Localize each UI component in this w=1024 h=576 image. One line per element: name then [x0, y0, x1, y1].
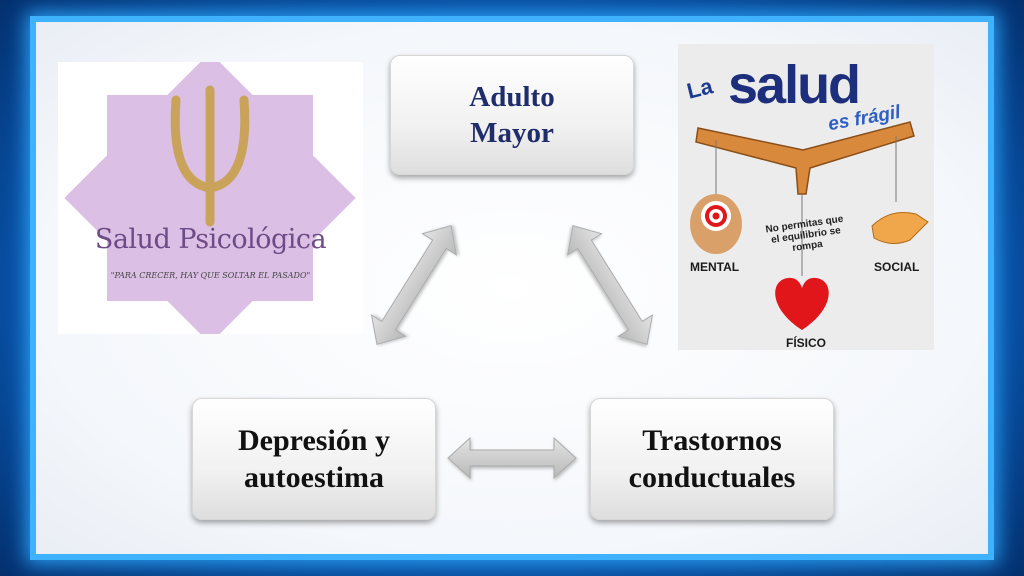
salud-fragil-image: La salud es frágil No permitas que el eq… — [678, 44, 934, 350]
node-trastornos-conductuales: Trastornos conductuales — [590, 398, 834, 520]
head-target-icon — [690, 194, 742, 254]
mental-label: MENTAL — [690, 260, 740, 274]
arrow-right-diagonal — [566, 225, 654, 345]
salud-psicologica-slogan: "PARA CRECER, HAY QUE SOLTAR EL PASADO" — [110, 271, 311, 280]
arrow-left-diagonal — [370, 225, 458, 345]
social-label: SOCIAL — [874, 260, 920, 274]
node-trastornos-label: Trastornos conductuales — [628, 423, 796, 495]
arrow-horizontal — [447, 436, 577, 480]
salud-psicologica-image: Salud Psicológica "PARA CRECER, HAY QUE … — [58, 62, 363, 334]
node-depresion-autoestima: Depresión y autoestima — [192, 398, 436, 520]
node-adulto-mayor: Adulto Mayor — [390, 55, 634, 175]
salud-text: salud — [728, 55, 861, 115]
balance-mobile-icon — [690, 121, 929, 330]
psi-symbol-icon — [170, 85, 250, 227]
node-adulto-mayor-label: Adulto Mayor — [469, 80, 555, 149]
node-depresion-label: Depresión y autoestima — [238, 423, 390, 495]
fisico-label: FÍSICO — [786, 336, 827, 350]
heart-icon — [775, 277, 829, 330]
handshake-icon — [871, 212, 929, 244]
salud-psicologica-title: Salud Psicológica — [94, 224, 327, 255]
